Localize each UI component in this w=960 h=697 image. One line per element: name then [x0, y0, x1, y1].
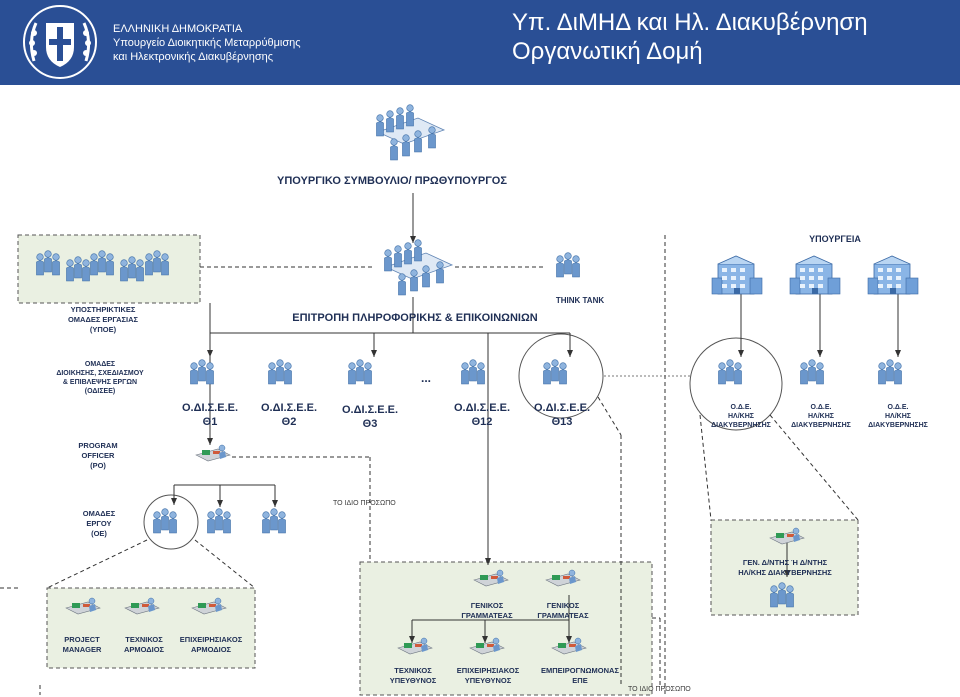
ode-unit-label: Ο.Δ.Ε. ΗΛ/ΚΗΣ ΔΙΑΚΥΒΕΡΝΗΣΗΣ	[778, 403, 864, 430]
org-line-1: ΕΛΛΗΝΙΚΗ ΔΗΜΟΚΡΑΤΙΑ	[113, 23, 243, 35]
odisee-unit-label: Ο.ΔΙ.Σ.Ε.Ε. Θ3	[328, 403, 412, 431]
slide-title: Υπ. ΔιΜΗΔ και Ηλ. Διακυβέρνηση Οργανωτικ…	[512, 8, 868, 66]
organization-name: ΕΛΛΗΝΙΚΗ ΔΗΜΟΚΡΑΤΙΑ Υπουργείο Διοικητική…	[113, 22, 301, 64]
management-groups-label: ΟΜΑΔΕΣ ΔΙΟΙΚΗΣΗΣ, ΣΧΕΔΙΑΣΜΟΥ & ΕΠΙΒΛΕΨΗΣ…	[30, 360, 170, 396]
same-person-note-bottom: ΤΟ ΙΔΙΟ ΠΡΟΣΩΠΟ	[628, 686, 691, 693]
odisee-unit-name: Ο.ΔΙ.Σ.Ε.Ε.	[533, 402, 591, 414]
support-groups-label: ΥΠΟΣΤΗΡΙΚΤΙΚΕΣ ΟΜΑΔΕΣ ΕΡΓΑΣΙΑΣ (ΥΠΟΕ)	[38, 305, 168, 335]
odisee-unit-name: Ο.ΔΙ.Σ.Ε.Ε.	[453, 402, 511, 414]
odisee-unit-label: Ο.ΔΙ.Σ.Ε.Ε. Θ2	[247, 401, 331, 429]
project-groups-line: ΕΡΓΟΥ	[86, 519, 112, 528]
project-groups-line: (ΟΕ)	[91, 529, 107, 538]
project-groups-line: ΟΜΑΔΕΣ	[82, 509, 116, 518]
project-groups-label: ΟΜΑΔΕΣ ΕΡΓΟΥ (ΟΕ)	[70, 509, 128, 539]
gen-secretary-line: ΓΡΑΜΜΑΤΕΑΣ	[537, 611, 589, 620]
gen-secretary-line: ΓΕΝΙΚΟΣ	[546, 601, 580, 610]
cabinet-label: ΥΠΟΥΡΓΙΚΟ ΣΥΜΒΟΥΛΙΟ/ ΠΡΩΘΥΠΟΥΡΓΟΣ	[277, 175, 507, 187]
odisee-unit-label: Ο.ΔΙ.Σ.Ε.Ε. Θ12	[440, 401, 524, 429]
title-line-2: Οργανωτική Δομή	[512, 38, 703, 65]
odisee-unit-label: Ο.ΔΙ.Σ.Ε.Ε. Θ1	[168, 401, 252, 429]
support-groups-line: ΟΜΑΔΕΣ ΕΡΓΑΣΙΑΣ	[67, 315, 139, 324]
odisee-unit-code: Θ3	[362, 418, 378, 430]
role-line: ΑΡΜΟΔΙΟΣ	[190, 645, 232, 654]
role-label: ΕΠΙΧΕΙΡΗΣΙΑΚΟΣ ΑΡΜΟΔΙΟΣ	[172, 635, 250, 655]
gen-secretary-label: ΓΕΝΙΚΟΣ ΓΡΑΜΜΑΤΕΑΣ	[452, 601, 522, 621]
bottom-role-line: ΕΠΕ	[572, 676, 588, 685]
cabinet-meeting-icon	[377, 105, 445, 160]
odisee-unit-code: Θ13	[551, 416, 573, 428]
gen-secretary-line: ΓΡΑΜΜΑΤΕΑΣ	[461, 611, 513, 620]
odisee-people-icons	[191, 360, 567, 384]
bottom-role-label: ΕΠΙΧΕΙΡΗΣΙΑΚΟΣ ΥΠΕΥΘΥΝΟΣ	[446, 666, 530, 686]
odisee-unit-code: Θ2	[281, 416, 297, 428]
ode-line: ΔΙΑΚΥΒΕΡΝΗΣΗΣ	[711, 422, 771, 429]
bottom-role-label: ΤΕΧΝΙΚΟΣ ΥΠΕΥΘΥΝΟΣ	[380, 666, 446, 686]
think-tank-label: THINK TANK	[555, 296, 605, 305]
committee-meeting-icon	[385, 240, 453, 295]
management-groups-line: & ΕΠΙΒΛΕΨΗΣ ΕΡΓΩΝ	[62, 379, 138, 386]
ode-line: ΗΛ/ΚΗΣ	[808, 413, 834, 420]
ode-unit-label: Ο.Δ.Ε. ΗΛ/ΚΗΣ ΔΙΑΚΥΒΕΡΝΗΣΗΣ	[855, 403, 941, 430]
ode-line: Ο.Δ.Ε.	[810, 404, 832, 411]
management-groups-line: ΔΙΟΙΚΗΣΗΣ, ΣΧΕΔΙΑΣΜΟΥ	[56, 370, 144, 377]
ministries-label: ΥΠΟΥΡΓΕΙΑ	[809, 234, 861, 244]
program-officer-line: (PO)	[90, 461, 106, 470]
gen-director-label: ΓΕΝ. Δ/ΝΤΗΣ Ή Δ/ΝΤΗΣ ΗΛ/ΚΗΣ ΔΙΑΚΥΒΕΡΝΗΣΗ…	[716, 558, 854, 578]
odisee-unit-code: Θ1	[202, 416, 218, 428]
gen-director-team-icon	[771, 583, 794, 607]
program-officer-label: PROGRAM OFFICER (PO)	[60, 441, 136, 471]
odisee-ellipsis: ...	[420, 371, 431, 385]
odisee-unit-name: Ο.ΔΙ.Σ.Ε.Ε.	[260, 402, 318, 414]
ode-unit-label: Ο.Δ.Ε. ΗΛ/ΚΗΣ ΔΙΑΚΥΒΕΡΝΗΣΗΣ	[698, 403, 784, 430]
greek-emblem-icon	[23, 5, 97, 79]
role-label: PROJECT MANAGER	[52, 635, 112, 655]
bottom-role-line: ΥΠΕΥΘΥΝΟΣ	[389, 676, 437, 685]
header-bar: ΕΛΛΗΝΙΚΗ ΔΗΜΟΚΡΑΤΙΑ Υπουργείο Διοικητική…	[0, 0, 960, 85]
role-line: MANAGER	[62, 645, 102, 654]
ode-line: Ο.Δ.Ε.	[887, 404, 909, 411]
committee-label: ΕΠΙΤΡΟΠΗ ΠΛΗΡΟΦΟΡΙΚΗΣ & ΕΠΙΚΟΙΝΩΝΙΩΝ	[292, 312, 538, 324]
management-groups-line: ΟΜΑΔΕΣ	[84, 361, 116, 368]
management-groups-line: (ΟΔΙΣΕΕ)	[84, 388, 116, 395]
think-tank-people-icon	[557, 253, 580, 277]
role-label: ΤΕΧΝΙΚΟΣ ΑΡΜΟΔΙΟΣ	[112, 635, 176, 655]
org-chart: ΥΠΟΥΡΓΙΚΟ ΣΥΜΒΟΥΛΙΟ/ ΠΡΩΘΥΠΟΥΡΓΟΣ ΕΠΙΤΡΟ…	[0, 85, 960, 697]
title-line-1: Υπ. ΔιΜΗΔ και Ηλ. Διακυβέρνηση	[512, 9, 868, 36]
odisee-unit-name: Ο.ΔΙ.Σ.Ε.Ε.	[181, 402, 239, 414]
ode-people-icons	[719, 360, 902, 384]
support-groups-line: ΥΠΟΣΤΗΡΙΚΤΙΚΕΣ	[70, 305, 136, 314]
role-line: ΑΡΜΟΔΙΟΣ	[123, 645, 165, 654]
project-group-people-icons	[154, 509, 286, 533]
role-line: ΕΠΙΧΕΙΡΗΣΙΑΚΟΣ	[179, 635, 243, 644]
ode-line: ΔΙΑΚΥΒΕΡΝΗΣΗΣ	[791, 422, 851, 429]
gen-secretary-label: ΓΕΝΙΚΟΣ ΓΡΑΜΜΑΤΕΑΣ	[528, 601, 598, 621]
gen-director-line: ΓΕΝ. Δ/ΝΤΗΣ Ή Δ/ΝΤΗΣ	[742, 558, 828, 567]
same-person-note: ΤΟ ΙΔΙΟ ΠΡΟΣΩΠΟ	[333, 500, 396, 507]
ministry-building-icons	[711, 255, 919, 295]
program-officer-line: PROGRAM	[78, 441, 118, 450]
bottom-role-line: ΕΜΠΕΙΡΟΓΝΩΜΟΝΑΣ	[541, 666, 619, 675]
ode-line: ΗΛ/ΚΗΣ	[728, 413, 754, 420]
ode-line: ΔΙΑΚΥΒΕΡΝΗΣΗΣ	[868, 422, 928, 429]
ode-line: Ο.Δ.Ε.	[730, 404, 752, 411]
support-groups-line: (ΥΠΟΕ)	[89, 325, 117, 334]
gen-director-line: ΗΛ/ΚΗΣ ΔΙΑΚΥΒΕΡΝΗΣΗΣ	[738, 568, 832, 577]
org-line-3: και Ηλεκτρονικής Διακυβέρνησης	[113, 51, 274, 63]
odisee-unit-label: Ο.ΔΙ.Σ.Ε.Ε. Θ13	[520, 401, 604, 429]
bottom-role-line: ΤΕΧΝΙΚΟΣ	[394, 666, 432, 675]
bottom-role-line: ΥΠΕΥΘΥΝΟΣ	[464, 676, 512, 685]
program-officer-desk-icon	[195, 444, 231, 462]
ode-line: ΗΛ/ΚΗΣ	[885, 413, 911, 420]
org-line-2: Υπουργείο Διοικητικής Μεταρρύθμισης	[113, 37, 301, 49]
role-line: ΤΕΧΝΙΚΟΣ	[125, 635, 163, 644]
bottom-role-line: ΕΠΙΧΕΙΡΗΣΙΑΚΟΣ	[456, 666, 520, 675]
odisee-unit-code: Θ12	[471, 416, 493, 428]
gen-secretary-line: ΓΕΝΙΚΟΣ	[470, 601, 504, 610]
odisee-unit-name: Ο.ΔΙ.Σ.Ε.Ε.	[341, 404, 399, 416]
org-chart-graphics	[0, 85, 919, 697]
role-line: PROJECT	[64, 635, 100, 644]
bottom-role-label: ΕΜΠΕΙΡΟΓΝΩΜΟΝΑΣ ΕΠΕ	[528, 666, 632, 686]
program-officer-line: OFFICER	[81, 451, 115, 460]
